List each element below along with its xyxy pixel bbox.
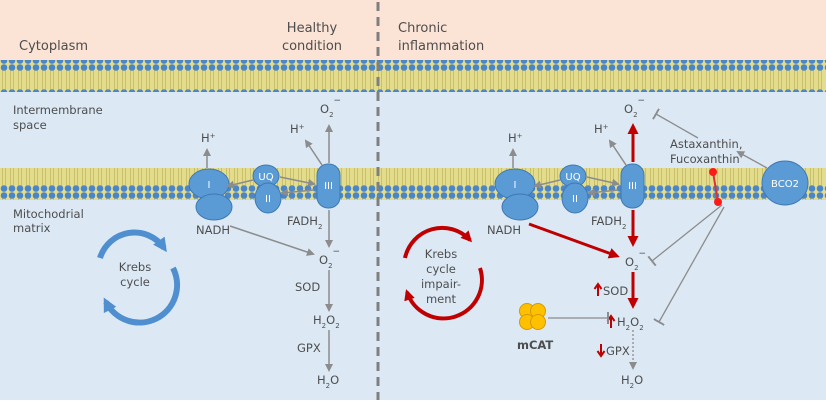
- krebs-impairment-label-1: Krebs: [425, 247, 457, 261]
- matrix-label: Mitochodrial: [13, 207, 84, 221]
- arrow-nadh-o2: [229, 225, 315, 256]
- krebs-impairment-label-3: impair-: [421, 277, 461, 291]
- complex-iii: III: [316, 163, 341, 209]
- nadh-label: NADH: [196, 223, 230, 237]
- complex-iii-inflamed-label: III: [628, 181, 637, 192]
- arrow-uq-iii: [279, 176, 316, 187]
- carotenoid-inhibit-o2-matrix: [647, 204, 723, 267]
- fucoxanthin-label: Fucoxanthin: [670, 152, 740, 166]
- fadh-label: FADH2: [287, 214, 322, 231]
- complex-i: I: [188, 168, 233, 221]
- uq-label: UQ: [258, 172, 273, 183]
- arrow-uq-i-inflamed: [533, 179, 561, 189]
- complex-iii-label: III: [324, 181, 333, 192]
- inner-membrane: [0, 168, 826, 200]
- arrow-uq-i: [226, 179, 254, 189]
- hplus-iii: H+: [290, 122, 305, 136]
- complex-ii-label: II: [265, 194, 271, 205]
- chronic-panel: I UQ II III BCO2 H+ H+ O2−: [403, 96, 809, 390]
- arrow-iii-uq-inflamed: [587, 188, 619, 197]
- bco2-label: BCO2: [771, 179, 799, 190]
- complex-i-inflamed: I: [494, 168, 539, 221]
- fadh-inflamed-label: FADH2: [591, 214, 626, 231]
- hplus-i: H+: [201, 131, 216, 145]
- gpx-down-arrow-icon: [596, 344, 606, 358]
- h2o2-inflamed-label: H2O2: [617, 315, 644, 332]
- krebs-label-2: cycle: [120, 275, 150, 289]
- intermembrane-label-2: space: [13, 118, 47, 132]
- complex-ii-inflamed: II: [561, 182, 589, 214]
- complex-i-inflamed-label: I: [514, 180, 517, 191]
- h2o2-label: H2O2: [313, 313, 340, 330]
- carotenoid-head-bottom: [714, 198, 722, 206]
- red-arrow-nadh-o2: [528, 222, 620, 259]
- uq-inflamed-label: UQ: [565, 172, 580, 183]
- carotenoid-link: [712, 171, 719, 203]
- healthy-title-2: condition: [282, 39, 342, 54]
- cytoplasm-region: [0, 0, 826, 62]
- sod-inflamed-label: SOD: [603, 284, 628, 298]
- krebs-label: Krebs: [119, 260, 151, 274]
- chronic-title-2: inflammation: [398, 39, 484, 54]
- carotenoid-inhibit-o2-top: [652, 108, 699, 139]
- sod-up-arrow-icon: [593, 282, 603, 296]
- arrow-iii-hplus-inflamed: [608, 139, 627, 166]
- h2o-label: H2O: [317, 373, 339, 390]
- complex-i-label: I: [208, 180, 211, 191]
- mcat-label: mCAT: [517, 338, 553, 352]
- astaxanthin-label: Astaxanthin,: [670, 137, 743, 151]
- krebs-cycle: Krebs cycle: [97, 229, 181, 326]
- complex-iii-inflamed: III: [620, 163, 645, 209]
- outer-membrane: [0, 60, 826, 92]
- cytoplasm-label: Cytoplasm: [19, 39, 88, 54]
- mcat-icon: [519, 303, 546, 330]
- complex-ii: II: [254, 182, 282, 214]
- nadh-inflamed-label: NADH: [487, 223, 521, 237]
- matrix-label-2: matrix: [13, 221, 51, 235]
- complex-ii-inflamed-label: II: [572, 194, 578, 205]
- h2o-inflamed-label: H2O: [621, 373, 643, 390]
- chronic-title: Chronic: [398, 21, 447, 36]
- arrow-uq-iii-inflamed: [586, 176, 620, 187]
- superoxide-top: O2−: [320, 96, 341, 119]
- krebs-impairment: Krebs cycle impair- ment: [403, 225, 484, 321]
- hplus-i-inflamed: H+: [508, 131, 523, 145]
- hplus-iii-inflamed: H+: [594, 122, 609, 136]
- arrow-iii-uq: [280, 188, 315, 197]
- superoxide-top-inflamed: O2−: [624, 96, 645, 119]
- healthy-title: Healthy: [287, 21, 338, 36]
- bco2-protein: BCO2: [761, 160, 809, 206]
- bco2-arrow: [736, 151, 768, 169]
- intermembrane-label: Intermembrane: [13, 103, 103, 117]
- carotenoid-head-top: [709, 168, 717, 176]
- gpx-inflamed-label: GPX: [606, 344, 630, 358]
- gpx-label: GPX: [297, 341, 321, 355]
- healthy-panel: I UQ II III H+ H+ O2− NADH: [97, 96, 341, 390]
- sod-label: SOD: [295, 280, 320, 294]
- superoxide-matrix: O2−: [319, 247, 340, 270]
- arrow-iii-hplus: [304, 139, 323, 166]
- superoxide-matrix-inflamed: O2−: [625, 249, 646, 272]
- krebs-impairment-label-4: ment: [426, 292, 457, 306]
- krebs-impairment-label-2: cycle: [426, 262, 456, 276]
- carotenoid-inhibit-h2o2: [653, 206, 725, 326]
